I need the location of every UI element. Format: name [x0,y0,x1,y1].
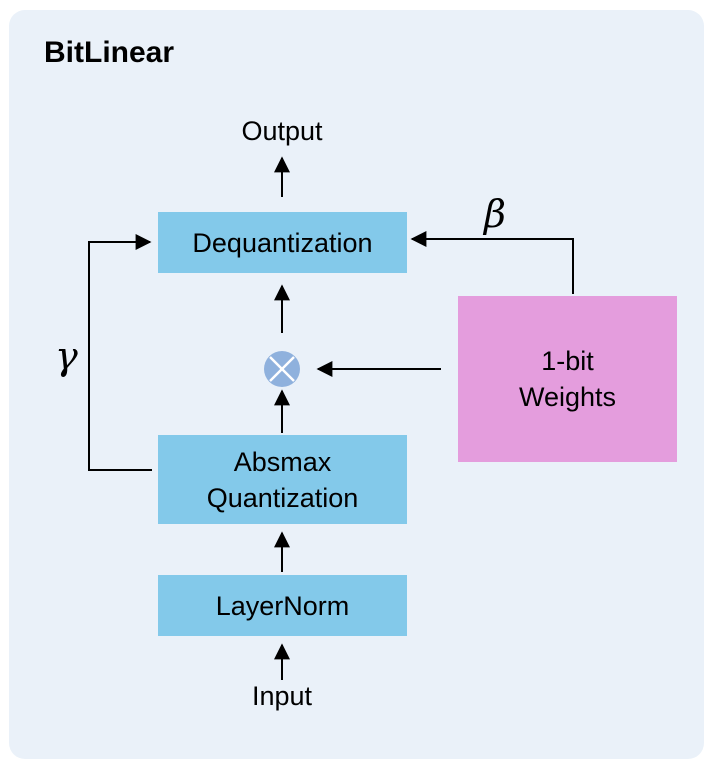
weights-box: 1-bit Weights [458,296,677,462]
arrow-weights-to-dequantization [410,231,574,294]
beta-symbol: β [484,192,506,236]
gamma-symbol: γ [55,334,78,378]
weights-label-line2: Weights [518,382,617,412]
multiply-node [264,351,300,387]
absmax-label-line2: Quantization [206,482,359,513]
input-label: Input [251,681,313,711]
output-label: Output [241,116,323,146]
absmax-quantization-box: Absmax Quantization [158,435,407,524]
arrow-absmax-to-dequantization [88,234,152,471]
absmax-label-line1: Absmax [233,446,332,477]
layernorm-box: LayerNorm [158,575,407,636]
dequantization-label: Dequantization [192,227,373,258]
layernorm-label: LayerNorm [215,590,350,621]
dequantization-box: Dequantization [158,212,407,273]
weights-label-line1: 1-bit [541,346,594,376]
diagram-title: BitLinear [44,36,175,69]
